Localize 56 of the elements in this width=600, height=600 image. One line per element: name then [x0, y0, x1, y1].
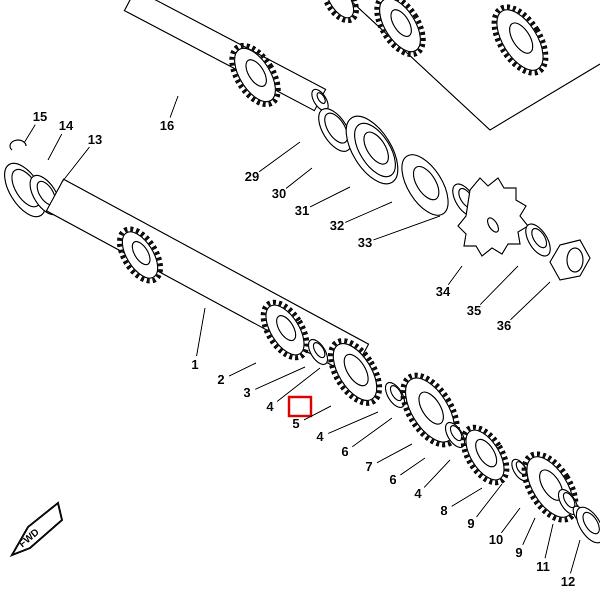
callout-number: 30: [272, 187, 286, 201]
callout-number: 7: [365, 460, 373, 474]
callout-number: 6: [341, 445, 349, 459]
leader-line: [376, 444, 412, 464]
leader-line: [372, 216, 440, 240]
leader-line: [254, 366, 306, 390]
callout-number: 3: [243, 386, 251, 400]
leader-line: [170, 96, 178, 118]
callout-number: 5: [292, 417, 300, 431]
callout-number: 6: [389, 473, 397, 487]
callout-number: 2: [217, 373, 225, 387]
leader-line: [310, 186, 350, 208]
leader-line: [424, 460, 450, 488]
callout-number: 12: [560, 575, 576, 589]
callout-number: 32: [330, 219, 344, 233]
callout-number: 34: [436, 285, 450, 299]
leader-line: [352, 418, 392, 448]
leader-line: [304, 406, 332, 420]
callout-number: 35: [466, 304, 482, 318]
leader-line: [510, 282, 550, 320]
leader-line: [328, 412, 378, 434]
leader-line: [286, 168, 312, 189]
leader-line: [344, 202, 392, 223]
callout-number: 4: [266, 400, 274, 414]
leader-line: [480, 266, 518, 306]
leader-line: [451, 488, 482, 507]
leader-line: [258, 142, 300, 172]
leader-line: [400, 458, 426, 476]
leader-line: [62, 146, 90, 182]
callout-number: 9: [467, 517, 475, 531]
callout-number: 9: [515, 546, 523, 560]
leader-line: [476, 484, 502, 518]
callout-number: 1: [191, 358, 199, 372]
callout-number: 33: [358, 236, 372, 250]
leader-line: [196, 308, 206, 357]
callout-number: 13: [88, 133, 102, 147]
callout-number: 4: [316, 430, 324, 444]
callout-number: 8: [440, 504, 448, 518]
callout-number: 31: [294, 204, 310, 218]
leader-line: [544, 524, 554, 559]
leader-line: [522, 518, 536, 546]
callout-number: 4: [414, 487, 422, 501]
leader-line: [228, 362, 256, 377]
leader-line: [48, 133, 62, 160]
callout-number: 29: [244, 170, 260, 184]
callout-number: 36: [496, 319, 512, 333]
callout-number: 11: [536, 560, 550, 574]
leader-line: [570, 540, 580, 574]
callout-number: 14: [58, 119, 74, 133]
leader-line: [24, 124, 36, 144]
leader-line: [500, 508, 520, 534]
leader-line: [276, 368, 320, 402]
callout-number: 10: [488, 533, 504, 547]
callout-number: 16: [160, 119, 174, 133]
callout-number: 15: [32, 110, 48, 124]
leader-line: [448, 266, 462, 286]
